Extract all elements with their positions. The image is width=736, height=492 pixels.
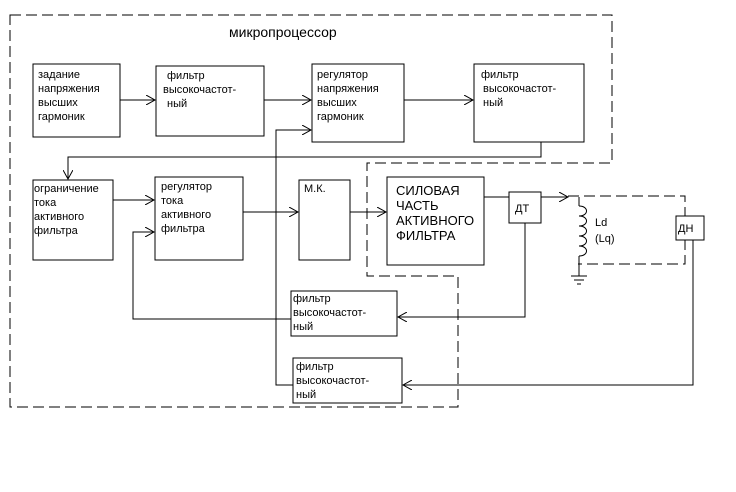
svg-text:АКТИВНОГО: АКТИВНОГО (396, 213, 474, 228)
block-current-regulator: регулятор тока активного фильтра (154, 176, 244, 261)
microprocessor-boundary (9, 14, 613, 408)
block-current-limit: ограничение тока активного фильтра (32, 179, 114, 261)
link-current-sensor-to-filter3 (398, 223, 526, 317)
svg-text:фильтра: фильтра (34, 225, 79, 237)
block-power-part: СИЛОВАЯ ЧАСТЬ АКТИВНОГО ФИЛЬТРА (386, 176, 485, 266)
block-current-sensor: ДТ (508, 191, 542, 224)
block-harmonics-setpoint: задание напряжения высших гармоник (32, 63, 121, 138)
svg-text:напряжения: напряжения (38, 83, 100, 95)
svg-text:ный: ный (167, 98, 187, 110)
svg-text:М.К.: М.К. (304, 183, 326, 195)
svg-text:фильтр: фильтр (167, 70, 205, 82)
svg-text:активного: активного (161, 209, 211, 221)
svg-text:высокочастот-: высокочастот- (163, 84, 236, 96)
svg-text:тока: тока (161, 195, 184, 207)
block-voltage-sensor: ДН (675, 215, 705, 241)
block-mk: М.К. (298, 179, 351, 261)
microprocessor-title: микропроцессор (229, 24, 337, 40)
block-harmonics-regulator: регулятор напряжения высших гармоник (311, 63, 405, 143)
svg-text:фильтр: фильтр (296, 361, 334, 373)
svg-text:регулятор: регулятор (317, 69, 368, 81)
inductor-ld (578, 197, 587, 276)
svg-text:ДН: ДН (678, 223, 693, 235)
svg-text:высокочастот-: высокочастот- (293, 307, 366, 319)
svg-text:тока: тока (34, 197, 57, 209)
svg-text:высших: высших (38, 97, 78, 109)
link-filter3-to-current-regulator (132, 232, 291, 320)
block-hf-filter-3: фильтр высокочастот- ный (290, 290, 398, 337)
svg-text:фильтра: фильтра (161, 223, 206, 235)
link-voltage-sensor-to-filter4 (403, 240, 694, 385)
svg-text:гармоник: гармоник (317, 111, 364, 123)
svg-text:ограничение: ограничение (34, 183, 99, 195)
svg-text:напряжения: напряжения (317, 83, 379, 95)
svg-text:ФИЛЬТРА: ФИЛЬТРА (396, 228, 456, 243)
svg-text:ный: ный (293, 321, 313, 333)
svg-text:ЧАСТЬ: ЧАСТЬ (396, 198, 438, 213)
svg-text:ДТ: ДТ (515, 203, 529, 215)
svg-text:высокочастот-: высокочастот- (483, 83, 556, 95)
svg-text:фильтр: фильтр (293, 293, 331, 305)
svg-text:активного: активного (34, 211, 84, 223)
link-filter2-to-current-limit (68, 142, 542, 179)
svg-text:высших: высших (317, 97, 357, 109)
svg-text:ный: ный (483, 97, 503, 109)
inductor-label-alt: (Lq) (595, 233, 615, 245)
svg-text:гармоник: гармоник (38, 111, 85, 123)
svg-text:задание: задание (38, 69, 80, 81)
block-hf-filter-1: фильтр высокочастот- ный (155, 65, 265, 137)
svg-text:ный: ный (296, 389, 316, 401)
inductor-label: Ld (595, 217, 607, 229)
svg-text:фильтр: фильтр (481, 69, 519, 81)
link-filter4-to-harmonics-regulator (275, 130, 311, 386)
svg-text:СИЛОВАЯ: СИЛОВАЯ (396, 183, 460, 198)
block-hf-filter-2: фильтр высокочастот- ный (473, 63, 585, 143)
ground-icon (571, 275, 587, 285)
block-hf-filter-4: фильтр высокочастот- ный (292, 357, 403, 404)
svg-text:высокочастот-: высокочастот- (296, 375, 369, 387)
svg-text:регулятор: регулятор (161, 181, 212, 193)
